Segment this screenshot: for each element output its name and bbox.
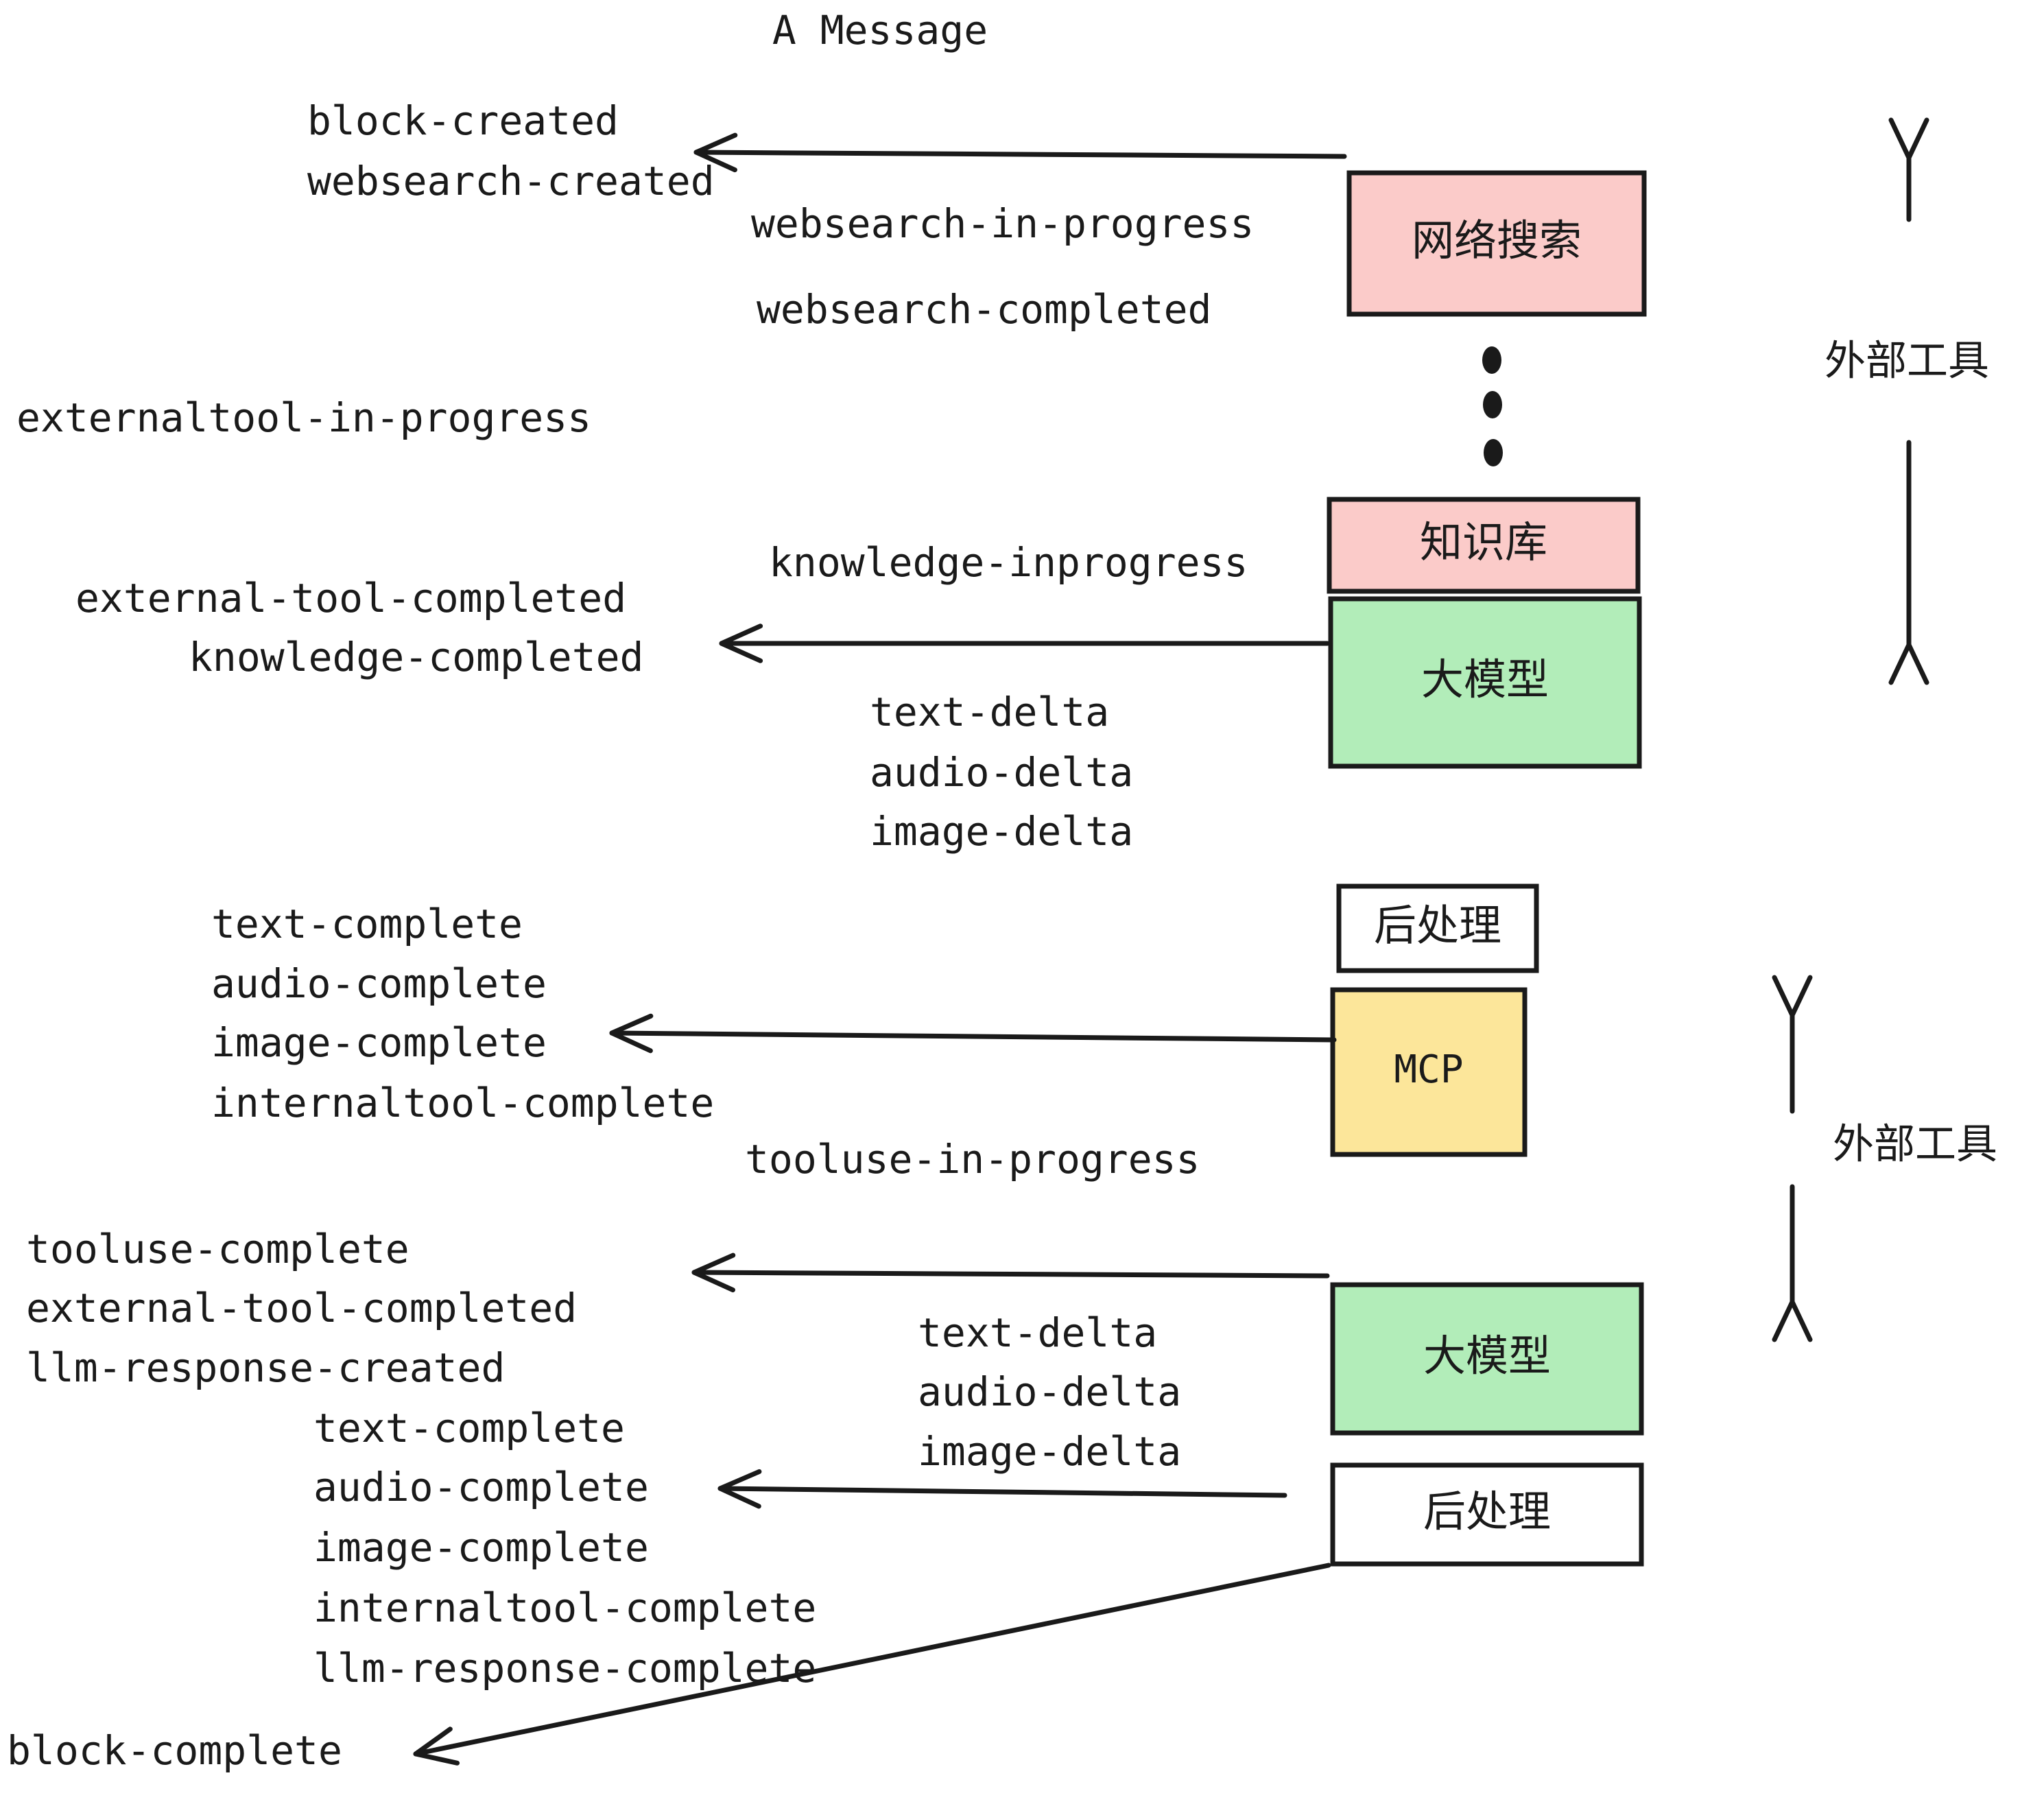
arrow-image-complete-head [609,1013,654,1054]
arrow-audio-complete-shaft [717,1486,1287,1498]
box-mcp[interactable]: MCP [1330,987,1528,1157]
dot-3 [1484,439,1503,466]
event-arrows [413,132,1347,1766]
ext-tool-arrow-down-bottom [1772,1184,1813,1342]
arrow-audio-complete-head [717,1469,762,1509]
box-websearch[interactable]: 网络搜索 [1346,170,1647,317]
ext-tool-arrow-down-bottom-head [1772,1299,1813,1342]
box-rect-postprocess-2 [1330,1462,1644,1567]
event-label-text-complete-2: text-complete [313,1405,625,1451]
event-label-llm-response-created: llm-response-created [26,1344,505,1391]
box-llm-1[interactable]: 大模型 [1328,596,1642,769]
event-label-knowledge-completed: knowledge-completed [189,634,643,680]
arrow-tooluse-complete-shaft [691,1270,1330,1279]
ext-tool-arrow-up-top [1888,117,1929,222]
arrow-image-complete [609,1013,1337,1054]
box-knowledge[interactable]: 知识库 [1327,497,1641,594]
event-label-block-complete: block-complete [7,1727,342,1774]
event-label-image-complete-2: image-complete [313,1524,649,1571]
event-label-image-delta-2: image-delta [918,1428,1181,1475]
event-label-websearch-created: websearch-created [307,158,715,204]
box-llm-2[interactable]: 大模型 [1330,1282,1644,1436]
box-label-postprocess-2: 后处理 [1423,1486,1551,1536]
arrow-block-complete [413,1563,1331,1766]
box-rect-mcp [1330,987,1528,1157]
box-rect-llm-2 [1330,1282,1644,1436]
box-label-postprocess-1: 后处理 [1374,901,1501,951]
box-label-llm-2: 大模型 [1423,1331,1551,1381]
event-label-externaltool-in-progress: externaltool-in-progress [16,394,591,441]
ext-tool-arrow-up-bottom-head [1772,975,1813,1018]
side-label-external-tools-top: 外部工具 [1825,337,1989,385]
box-rect-postprocess-1 [1336,883,1539,973]
event-label-audio-delta-2: audio-delta [918,1368,1181,1415]
event-label-audio-complete-1: audio-complete [211,960,547,1007]
arrow-block-created-shaft [693,150,1347,159]
event-label-tooluse-in-progress: tooluse-in-progress [745,1136,1200,1183]
ellipsis-dots [1482,346,1503,466]
arrow-audio-complete [717,1469,1287,1509]
box-postprocess-2[interactable]: 后处理 [1330,1462,1644,1567]
event-label-audio-delta-1: audio-delta [870,749,1133,796]
event-label-websearch-in-progress: websearch-in-progress [751,200,1254,247]
ext-tool-arrow-down-top [1888,440,1929,685]
page-title: A Message [772,7,988,54]
event-label-internaltool-complete-1: internaltool-complete [211,1080,714,1126]
arrow-block-complete-head [413,1726,460,1766]
box-label-knowledge: 知识库 [1420,517,1547,567]
arrow-block-created [693,132,1347,173]
box-rect-llm-1 [1328,596,1642,769]
arrow-block-created-head [693,132,738,173]
box-label-llm-1: 大模型 [1421,654,1549,704]
event-label-audio-complete-2: audio-complete [313,1464,649,1510]
event-label-internaltool-complete-2: internaltool-complete [313,1585,816,1631]
event-label-text-complete-1: text-complete [211,901,523,947]
dot-2 [1483,391,1502,418]
box-rect-websearch [1346,170,1647,317]
arrow-block-complete-shaft [413,1563,1331,1757]
external-tool-range-arrows [1772,117,1929,1342]
event-label-block-created: block-created [307,97,619,144]
ext-tool-arrow-up-bottom [1772,975,1813,1114]
event-label-image-delta-1: image-delta [870,808,1133,855]
ext-tool-arrow-down-top-head [1888,642,1929,685]
event-label-text-delta-1: text-delta [870,689,1109,735]
arrow-knowledge-done [719,624,1330,663]
event-label-llm-response-complete: llm-response-complete [313,1645,816,1692]
box-postprocess-1[interactable]: 后处理 [1336,883,1539,973]
event-label-text-delta-2: text-delta [918,1309,1157,1356]
event-label-image-complete-1: image-complete [211,1019,547,1066]
event-label-external-tool-completed-1: external-tool-completed [75,575,626,621]
dot-1 [1482,346,1501,374]
box-label-websearch: 网络搜索 [1412,215,1582,265]
arrow-tooluse-complete [691,1253,1330,1293]
ext-tool-arrow-up-top-head [1888,117,1929,161]
event-label-tooluse-complete: tooluse-complete [26,1226,409,1272]
box-rect-knowledge [1327,497,1641,594]
event-label-external-tool-completed-2: external-tool-completed [26,1285,577,1331]
event-labels: block-created websearch-created websearch-… [7,97,1254,1774]
arrow-image-complete-shaft [609,1030,1337,1043]
event-label-knowledge-inprogress: knowledge-inprogress [769,539,1248,586]
event-label-websearch-completed: websearch-completed [757,286,1211,333]
arrow-tooluse-complete-head [691,1253,736,1293]
arrow-knowledge-done-head [719,624,763,663]
side-label-external-tools-bottom: 外部工具 [1833,1121,1997,1169]
box-label-mcp: MCP [1394,1047,1463,1092]
